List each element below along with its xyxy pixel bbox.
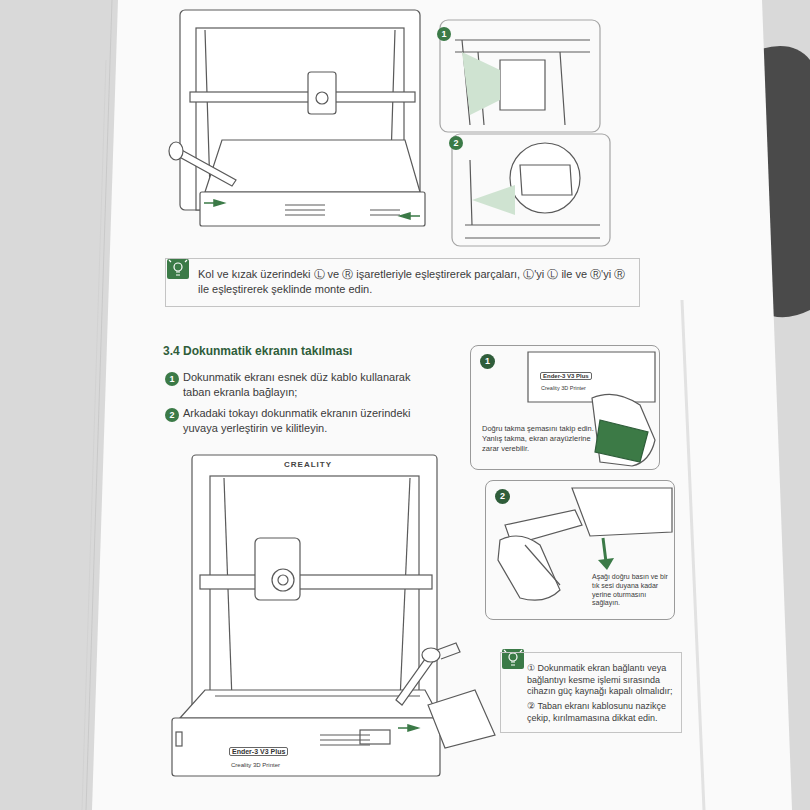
callout-number: 1 [480, 354, 495, 369]
tip-box: ① Dokunmatik ekran bağlantı veya bağlant… [500, 652, 682, 733]
panel-caption: Aşağı doğru basın ve bir tık sesi duyana… [592, 573, 670, 608]
model-subtitle: Creality 3D Printer [231, 762, 280, 768]
callout-number: 2 [495, 489, 510, 504]
step-panel: 2Aşağı doğru basın ve bir tık sesi duyan… [485, 480, 675, 620]
tip-text: ② Taban ekranı kablosunu nazikçe çekip, … [527, 701, 673, 724]
panel-caption: Doğru takma şemasını takip edin. Yanlış … [482, 424, 594, 453]
step-text: Dokunmatik ekranı esnek düz kablo kullan… [183, 370, 428, 400]
model-label: Ender-3 V3 Plus [540, 372, 592, 380]
step-panel: 1Doğru takma şemasını takip edin. Yanlış… [470, 345, 660, 470]
model-label: Ender-3 V3 Plus [229, 747, 288, 756]
model-subtitle: Creality 3D Printer [541, 385, 586, 391]
step-text: Arkadaki tokayı dokunmatik ekranın üzeri… [183, 406, 428, 436]
callout-number: 2 [449, 136, 463, 150]
callout-number: 1 [437, 27, 451, 41]
tip-text: Kol ve kızak üzerindeki Ⓛ ve Ⓡ işaretler… [198, 267, 629, 298]
step-number: 1 [165, 372, 179, 386]
tip-text: ① Dokunmatik ekran bağlantı veya bağlant… [527, 663, 673, 698]
brand-logo: CREALITY [281, 460, 335, 469]
step-number: 2 [165, 408, 179, 422]
tip-box: Kol ve kızak üzerindeki Ⓛ ve Ⓡ işaretler… [165, 258, 640, 307]
section-title: 3.4 Dokunmatik ekranın takılması [163, 344, 352, 358]
